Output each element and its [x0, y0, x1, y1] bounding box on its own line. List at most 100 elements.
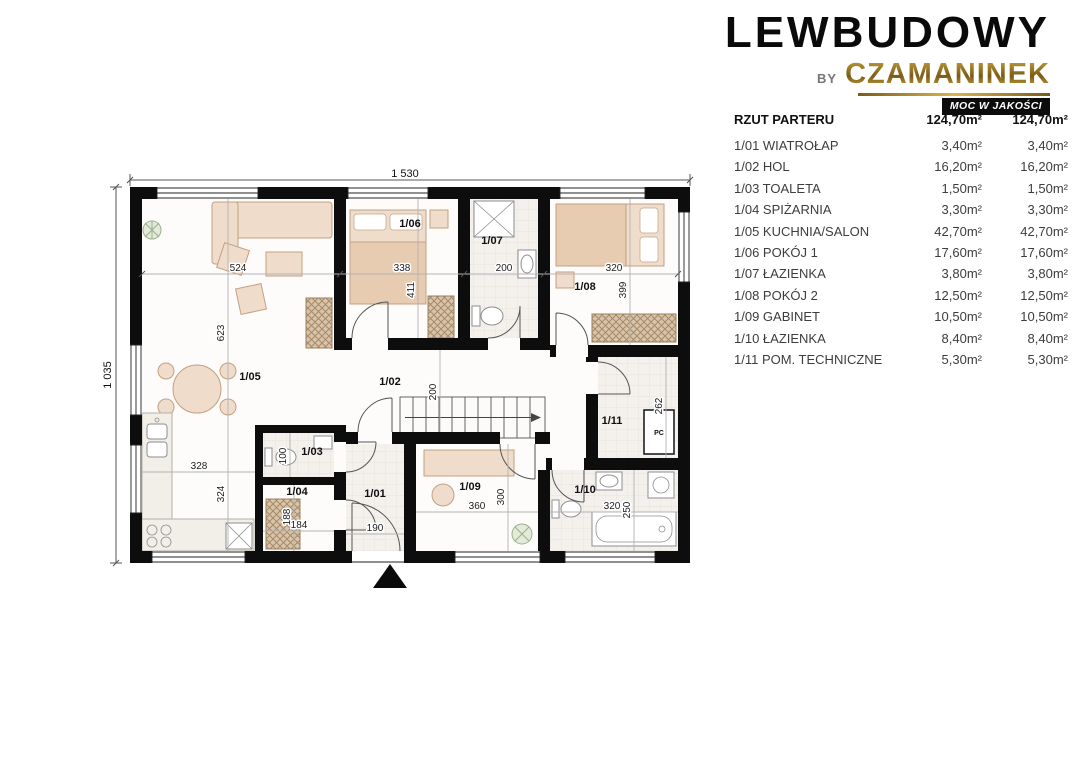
stairs [399, 396, 546, 439]
room-area: 3,30m² [941, 202, 982, 218]
room-area: 17,60m² [1020, 245, 1068, 261]
legend-total-area-1: 124,70m² [926, 112, 982, 127]
dim-label: 328 [191, 461, 208, 472]
furniture-bedroom2 [555, 203, 677, 343]
dim-label: 360 [469, 501, 486, 512]
logo-brand: CZAMANINEK [845, 58, 1050, 91]
dim-label: 300 [496, 488, 507, 505]
dim-label: 188 [282, 508, 293, 525]
room-label-1-09: 1/09 [459, 481, 480, 493]
room-area: 3,30m² [1027, 202, 1068, 218]
room-name: 1/10 ŁAZIENKA [734, 330, 826, 346]
dim-label: 190 [367, 523, 384, 534]
dim-label: 200 [496, 263, 513, 274]
dim-label: 200 [428, 383, 439, 400]
room-label-1-03: 1/03 [301, 446, 322, 458]
dim-label: 623 [216, 324, 227, 341]
legend-header: RZUT PARTERU 124,70m² 124,70m² [734, 110, 1068, 130]
room-label-1-02: 1/02 [379, 376, 400, 388]
room-label-1-04: 1/04 [286, 486, 308, 498]
legend-total-area-2: 124,70m² [1012, 112, 1068, 127]
dim-label: 262 [654, 397, 665, 414]
room-legend: RZUT PARTERU 124,70m² 124,70m² 1/01 WIAT… [734, 110, 1068, 370]
furniture-kitchen [141, 412, 255, 552]
furniture-technical: PC [643, 409, 675, 455]
logo-tagline: MOC W JAKOŚCI [941, 98, 1050, 116]
furniture-bathroom1 [471, 200, 537, 327]
room-area: 3,80m² [1027, 266, 1068, 282]
room-label-1-01: 1/01 [364, 488, 385, 500]
room-name: 1/11 POM. TECHNICZNE [734, 352, 883, 368]
room-area: 5,30m² [1027, 352, 1068, 368]
room-name: 1/06 POKÓJ 1 [734, 245, 818, 261]
legend-row: 1/09 GABINET 10,50m² 10,50m² [734, 306, 1068, 327]
furniture-bedroom1 [349, 209, 455, 339]
room-area: 5,30m² [941, 352, 982, 368]
room-area: 42,70m² [934, 223, 982, 239]
dim-label: 524 [230, 263, 247, 274]
dim-label: 320 [606, 263, 623, 274]
legend-row: 1/08 POKÓJ 2 12,50m² 12,50m² [734, 285, 1068, 306]
room-area: 8,40m² [941, 330, 982, 346]
legend-row: 1/01 WIATROŁAP 3,40m² 3,40m² [734, 135, 1068, 156]
room-label-1-10: 1/10 [574, 484, 595, 496]
dim-label: 250 [622, 501, 633, 518]
room-area: 10,50m² [1020, 309, 1068, 325]
legend-row: 1/10 ŁAZIENKA 8,40m² 8,40m² [734, 328, 1068, 349]
dim-label: 399 [618, 281, 629, 298]
dim-label: 411 [406, 282, 417, 298]
room-label-1-05: 1/05 [239, 371, 260, 383]
doors [345, 301, 631, 552]
logo-by-label: BY [817, 71, 838, 87]
room-name: 1/08 POKÓJ 2 [734, 287, 818, 303]
legend-row: 1/06 POKÓJ 1 17,60m² 17,60m² [734, 242, 1068, 263]
legend-row: 1/04 SPIŻARNIA 3,30m² 3,30m² [734, 199, 1068, 220]
room-area: 42,70m² [1020, 223, 1068, 239]
furniture-toilet [264, 435, 333, 467]
overall-height-label: 1 035 [102, 361, 114, 389]
dimension-labels: 1 530 1 035 524 338 200 320 623 324 411 … [101, 167, 667, 536]
room-area: 12,50m² [1020, 287, 1068, 303]
logo-title: LEWBUDOWY [724, 8, 1050, 57]
legend-row: 1/07 ŁAZIENKA 3,80m² 3,80m² [734, 263, 1068, 284]
boiler-label: PC [654, 430, 664, 437]
room-name: 1/05 KUCHNIA/SALON [734, 223, 870, 239]
room-area: 12,50m² [934, 287, 982, 303]
logo-gold-rule [858, 93, 1050, 97]
room-label-1-06: 1/06 [399, 218, 420, 230]
room-area: 10,50m² [934, 309, 982, 325]
room-labels: 1/01 1/02 1/03 1/04 1/05 1/06 1/07 1/08 … [239, 218, 622, 500]
legend-title: RZUT PARTERU [734, 112, 835, 127]
room-label-1-08: 1/08 [574, 281, 595, 293]
room-name: 1/01 WIATROŁAP [734, 138, 839, 153]
room-area: 1,50m² [1027, 180, 1068, 196]
room-name: 1/03 TOALETA [734, 180, 821, 196]
furniture-salon [142, 201, 333, 416]
windows [130, 187, 690, 563]
room-name: 1/09 GABINET [734, 309, 820, 325]
room-area: 1,50m² [941, 180, 982, 196]
room-area: 3,40m² [941, 138, 982, 153]
dim-label: 320 [604, 501, 621, 512]
room-label-1-11: 1/11 [602, 415, 623, 427]
dim-label: 100 [278, 447, 289, 464]
dim-label: 338 [394, 263, 411, 274]
legend-row: 1/05 KUCHNIA/SALON 42,70m² 42,70m² [734, 221, 1068, 242]
brand-logo: LEWBUDOWY BY CZAMANINEK MOC W JAKOŚCI [724, 8, 1050, 116]
room-label-1-07: 1/07 [481, 235, 502, 247]
room-area: 17,60m² [934, 245, 982, 261]
room-area: 8,40m² [1027, 330, 1068, 346]
legend-row: 1/03 TOALETA 1,50m² 1,50m² [734, 178, 1068, 199]
room-area: 16,20m² [1020, 159, 1068, 175]
walls [130, 187, 690, 563]
furniture-office [423, 449, 533, 545]
room-name: 1/04 SPIŻARNIA [734, 202, 832, 218]
room-name: 1/07 ŁAZIENKA [734, 266, 826, 282]
room-area: 3,40m² [1027, 138, 1068, 153]
dim-label: 184 [291, 520, 308, 531]
legend-row: 1/11 POM. TECHNICZNE 5,30m² 5,30m² [734, 349, 1068, 370]
entrance-arrow-icon [373, 564, 407, 588]
legend-row: 1/02 HOL 16,20m² 16,20m² [734, 156, 1068, 177]
